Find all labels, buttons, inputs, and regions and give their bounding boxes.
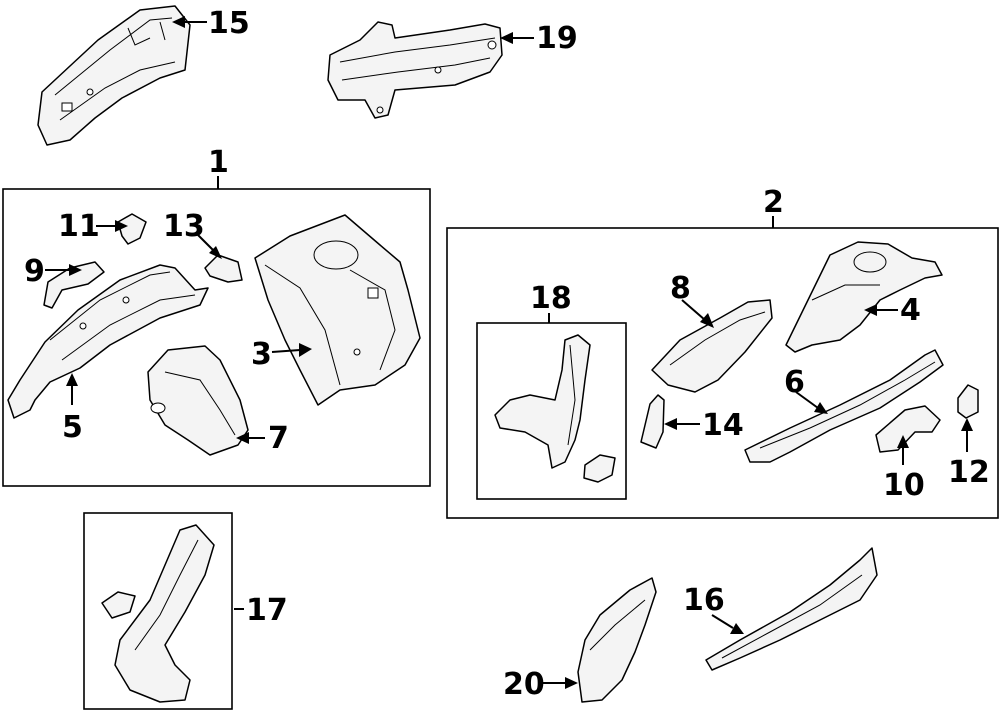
callout-12: 12 bbox=[948, 455, 990, 490]
callout-2: 2 bbox=[763, 185, 784, 220]
part-13-shape bbox=[204, 254, 243, 283]
part-14-shape bbox=[640, 394, 665, 449]
callout-3: 3 bbox=[251, 337, 272, 372]
callout-18: 18 bbox=[530, 281, 572, 316]
part-17-shape bbox=[101, 524, 215, 703]
callout-8: 8 bbox=[670, 271, 691, 306]
part-5-shape bbox=[7, 264, 209, 419]
callout-11: 11 bbox=[58, 209, 100, 244]
group-box-2 bbox=[446, 227, 999, 519]
callout-15: 15 bbox=[208, 6, 250, 41]
callout-1: 1 bbox=[208, 145, 229, 180]
callout-6: 6 bbox=[784, 365, 805, 400]
part-6-shape bbox=[744, 349, 944, 463]
part-12-shape bbox=[957, 384, 979, 419]
part-9-shape bbox=[43, 261, 105, 309]
part-10-shape bbox=[875, 405, 941, 453]
callout-7: 7 bbox=[268, 421, 289, 456]
callout-19: 19 bbox=[536, 21, 578, 56]
part-4-shape bbox=[785, 241, 943, 353]
part-8-shape bbox=[651, 299, 773, 393]
part-7-shape bbox=[147, 345, 249, 456]
callout-9: 9 bbox=[24, 254, 45, 289]
group-box-17 bbox=[83, 512, 233, 710]
part-11-shape bbox=[117, 213, 147, 245]
callout-10: 10 bbox=[883, 468, 925, 503]
callout-16: 16 bbox=[683, 583, 725, 618]
part-18-shape bbox=[494, 334, 616, 483]
callout-14: 14 bbox=[702, 408, 744, 443]
group-box-18 bbox=[476, 322, 627, 500]
part-3-shape bbox=[254, 214, 421, 406]
callout-4: 4 bbox=[900, 293, 921, 328]
callout-17: 17 bbox=[246, 593, 288, 628]
callout-20: 20 bbox=[503, 667, 545, 702]
part-15-shape bbox=[37, 5, 191, 146]
callout-5: 5 bbox=[62, 410, 83, 445]
callout-13: 13 bbox=[163, 209, 205, 244]
part-16-shape bbox=[705, 547, 878, 671]
group-box-1 bbox=[2, 188, 431, 487]
part-20-shape bbox=[577, 577, 657, 703]
part-19-shape bbox=[327, 21, 503, 119]
